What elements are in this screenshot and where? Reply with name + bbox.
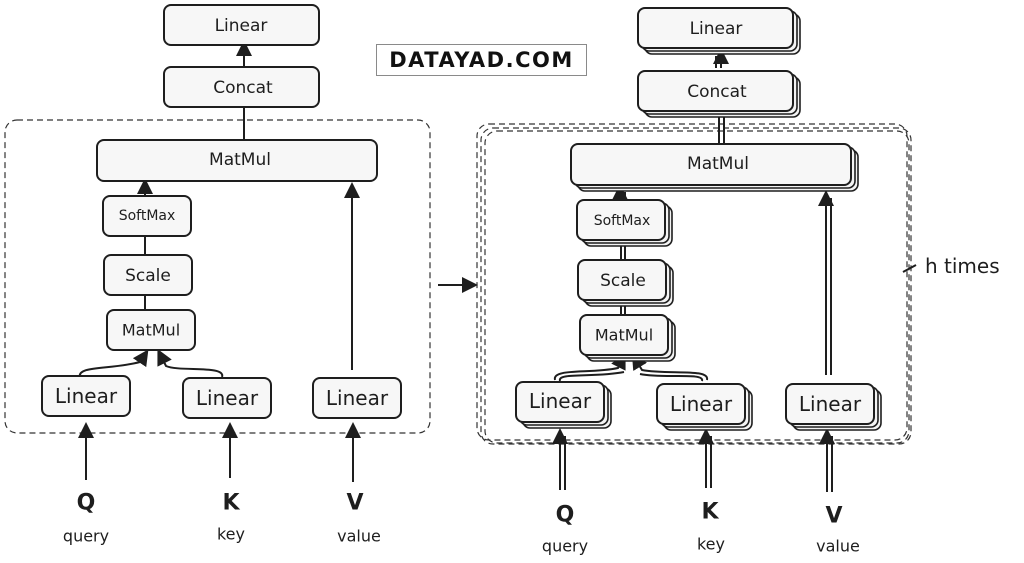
h-times-label: h times: [925, 254, 1000, 278]
svg-text:Concat: Concat: [687, 82, 747, 102]
right-diagram: Linear Concat MatMul SoftMax Scale: [476, 7, 1000, 556]
right-group-border-back: [476, 123, 908, 441]
left-concat-node: Concat: [163, 66, 320, 108]
left-input-q-label: query: [63, 527, 109, 546]
right-linear-k-node: Linear: [656, 383, 753, 431]
arrow-linear-k-to-matmul: [157, 348, 224, 378]
right-input-v-label: value: [816, 537, 860, 556]
svg-text:MatMul: MatMul: [122, 321, 180, 340]
svg-text:Scale: Scale: [125, 266, 171, 286]
left-input-v-label: value: [337, 527, 381, 546]
left-diagram: Linear Concat MatMul SoftMax Scale MatMu…: [4, 4, 431, 546]
svg-text:SoftMax: SoftMax: [119, 208, 176, 224]
svg-text:Linear: Linear: [670, 392, 733, 416]
right-scale-node: Scale: [577, 259, 674, 307]
left-softmax-node: SoftMax: [102, 195, 192, 237]
left-scale-node: Scale: [103, 254, 193, 296]
left-linear-output-node: Linear: [163, 4, 320, 46]
left-matmul-top-node: MatMul: [96, 139, 378, 182]
right-matmul-qk-node: MatMul: [579, 314, 676, 362]
arrow-linear-q-to-matmul: [78, 349, 149, 379]
svg-text:Linear: Linear: [529, 389, 592, 413]
svg-text:Concat: Concat: [213, 78, 273, 98]
right-input-q-symbol: Q: [556, 503, 575, 528]
right-softmax-node: SoftMax: [576, 199, 673, 247]
left-linear-k-node: Linear: [182, 377, 272, 419]
right-concat-node: Concat: [637, 70, 801, 118]
h-times-pointer-icon: [902, 264, 917, 273]
left-input-k-label: key: [217, 525, 245, 544]
svg-text:MatMul: MatMul: [209, 150, 271, 170]
svg-text:MatMul: MatMul: [595, 326, 653, 345]
right-input-q-label: query: [542, 537, 588, 556]
left-matmul-qk-node: MatMul: [106, 309, 196, 351]
right-linear-output-node: Linear: [637, 7, 801, 55]
right-input-v-symbol: V: [825, 504, 842, 529]
right-input-k-symbol: K: [701, 500, 719, 525]
svg-text:Linear: Linear: [55, 384, 118, 408]
svg-text:Linear: Linear: [690, 19, 743, 39]
left-input-k-symbol: K: [222, 491, 240, 516]
right-input-k-label: key: [697, 535, 725, 554]
left-input-v-symbol: V: [346, 491, 363, 516]
svg-text:Linear: Linear: [799, 392, 862, 416]
svg-text:SoftMax: SoftMax: [594, 213, 651, 229]
right-linear-q-node: Linear: [515, 381, 612, 429]
svg-text:Linear: Linear: [215, 16, 268, 36]
right-connectors: [552, 48, 835, 492]
right-group-border-front: [484, 130, 910, 444]
svg-text:MatMul: MatMul: [687, 154, 749, 174]
svg-text:Scale: Scale: [600, 271, 646, 291]
left-attention-group-border: [4, 119, 431, 434]
left-linear-v-node: Linear: [312, 377, 402, 419]
right-matmul-top-node: MatMul: [570, 143, 859, 192]
svg-text:Linear: Linear: [196, 386, 259, 410]
right-group-border-mid: [480, 127, 912, 445]
watermark: DATAYAD.COM: [376, 44, 587, 76]
left-input-q-symbol: Q: [77, 491, 96, 516]
right-linear-v-node: Linear: [785, 383, 882, 431]
svg-text:Linear: Linear: [326, 386, 389, 410]
left-linear-q-node: Linear: [41, 375, 131, 417]
